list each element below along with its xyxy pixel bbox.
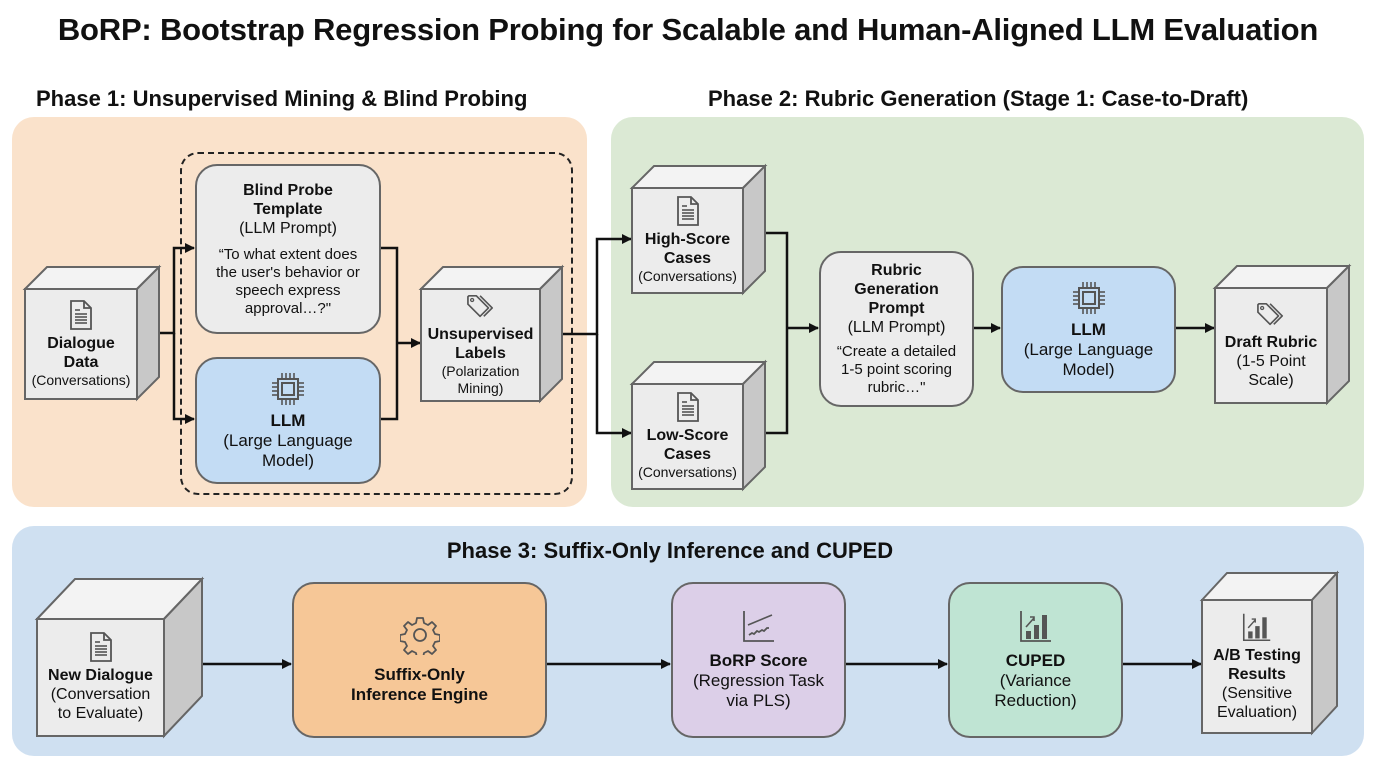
new-dialogue-title: New Dialogue — [48, 667, 153, 684]
document-icon — [89, 632, 113, 662]
chip-icon — [270, 371, 306, 407]
blind-probe-quote-3: speech express — [235, 281, 341, 299]
cuped-sub-1: (Variance — [999, 671, 1072, 690]
bar-chart-icon — [1019, 609, 1053, 643]
labels-title-2: Labels — [455, 345, 506, 362]
arrow-labels-low — [595, 334, 632, 438]
rubric-quote-2: 1-5 point scoring — [841, 361, 952, 378]
engine-title-1: Suffix-Only — [374, 665, 465, 684]
high-title-1: High-Score — [644, 231, 731, 248]
blind-probe-title-2: Template — [253, 200, 323, 218]
blind-probe-quote-2: the user's behavior or — [216, 263, 360, 281]
ab-testing-node: A/B Testing Results (Sensitive Evaluatio… — [1199, 570, 1340, 736]
dialogue-data-node: Dialogue Data (Conversations) — [22, 264, 162, 402]
arrow-cases-merge — [764, 231, 789, 435]
document-icon — [69, 300, 93, 330]
blind-probe-quote-1: “To what extent does — [218, 245, 358, 263]
phase1-title: Phase 1: Unsupervised Mining & Blind Pro… — [36, 86, 528, 111]
borp-title: BoRP Score — [709, 651, 808, 670]
draft-sub-1: (1-5 Point — [1236, 353, 1306, 370]
labels-title-1: Unsupervised — [427, 326, 534, 343]
rubric-title-1: Rubric — [871, 262, 922, 279]
phase3-title: Phase 3: Suffix-Only Inference and CUPED — [446, 538, 894, 563]
dialogue-title-2: Data — [63, 353, 99, 371]
llm1-title: LLM — [270, 410, 306, 430]
low-score-cases-node: Low-Score Cases (Conversations) — [629, 359, 768, 492]
low-title-1: Low-Score — [646, 427, 729, 444]
llm1-sub-2: Model) — [262, 450, 314, 470]
high-score-cases-node: High-Score Cases (Conversations) — [629, 163, 768, 296]
ab-title-2: Results — [1228, 665, 1286, 683]
rubric-title-2: Generation — [854, 281, 939, 298]
probing-group-boundary — [180, 152, 573, 495]
inference-engine-node: Suffix-Only Inference Engine — [292, 582, 547, 738]
llm2-sub-2: Model) — [1062, 359, 1115, 379]
rubric-quote-1: “Create a detailed — [836, 343, 957, 360]
low-sub: (Conversations) — [638, 464, 737, 480]
rubric-generation-prompt-node: Rubric Generation Prompt (LLM Prompt) “C… — [819, 251, 974, 407]
borp-sub-1: (Regression Task — [692, 671, 825, 690]
rubric-quote-3: rubric…" — [867, 379, 926, 396]
regression-chart-icon — [742, 609, 776, 643]
document-icon — [676, 196, 700, 226]
borp-score-node: BoRP Score (Regression Task via PLS) — [671, 582, 846, 738]
tag-icon — [1255, 301, 1287, 329]
llm-node-phase2: LLM (Large Language Model) — [1001, 266, 1176, 393]
draft-rubric-node: Draft Rubric (1-5 Point Scale) — [1212, 263, 1352, 406]
high-sub: (Conversations) — [638, 268, 737, 284]
tag-icon — [465, 293, 497, 321]
document-icon — [676, 392, 700, 422]
labels-sub-1: (Polarization — [441, 363, 520, 379]
blind-probe-template-node: Blind Probe Template (LLM Prompt) “To wh… — [195, 164, 381, 334]
chip-icon — [1071, 280, 1107, 316]
llm2-title: LLM — [1071, 319, 1106, 339]
cuped-title: CUPED — [1005, 651, 1066, 670]
diagram-title: BoRP: Bootstrap Regression Probing for S… — [57, 12, 1319, 47]
high-title-2: Cases — [663, 250, 712, 267]
draft-title: Draft Rubric — [1224, 334, 1318, 351]
draft-sub-2: Scale) — [1248, 372, 1294, 389]
labels-sub-2: Mining) — [457, 380, 504, 396]
arrow-dialogue-split — [157, 243, 195, 335]
llm-node-phase1: LLM (Large Language Model) — [195, 357, 381, 484]
ab-title-1: A/B Testing — [1213, 646, 1301, 664]
llm2-sub-1: (Large Language — [1023, 339, 1154, 359]
blind-probe-quote-4: approval…?" — [244, 299, 332, 317]
dialogue-sub: (Conversations) — [31, 371, 131, 388]
arrow-template-labels — [380, 246, 399, 421]
ab-sub-2: Evaluation) — [1216, 703, 1298, 721]
cuped-sub-2: Reduction) — [994, 691, 1077, 710]
new-dialogue-node: New Dialogue (Conversation to Evaluate) — [34, 576, 205, 739]
arrow-dialogue-llm — [172, 333, 195, 424]
borp-sub-2: via PLS) — [726, 691, 791, 710]
dialogue-title-1: Dialogue — [47, 334, 115, 352]
blind-probe-sub: (LLM Prompt) — [239, 219, 337, 237]
rubric-sub: (LLM Prompt) — [847, 319, 946, 336]
new-dialogue-sub-2: to Evaluate) — [57, 705, 144, 722]
ab-sub-1: (Sensitive — [1221, 684, 1293, 702]
gear-icon — [400, 615, 440, 655]
llm1-sub-1: (Large Language — [223, 430, 353, 450]
low-title-2: Cases — [663, 446, 712, 463]
phase2-title: Phase 2: Rubric Generation (Stage 1: Cas… — [708, 86, 1249, 111]
engine-title-2: Inference Engine — [351, 685, 488, 704]
arrow-labels-split — [560, 234, 632, 336]
blind-probe-title-1: Blind Probe — [243, 181, 333, 199]
rubric-title-3: Prompt — [868, 300, 925, 317]
new-dialogue-sub-1: (Conversation — [50, 686, 151, 703]
bar-chart-icon — [1242, 612, 1272, 642]
unsupervised-labels-node: Unsupervised Labels (Polarization Mining… — [418, 264, 565, 404]
cuped-node: CUPED (Variance Reduction) — [948, 582, 1123, 738]
